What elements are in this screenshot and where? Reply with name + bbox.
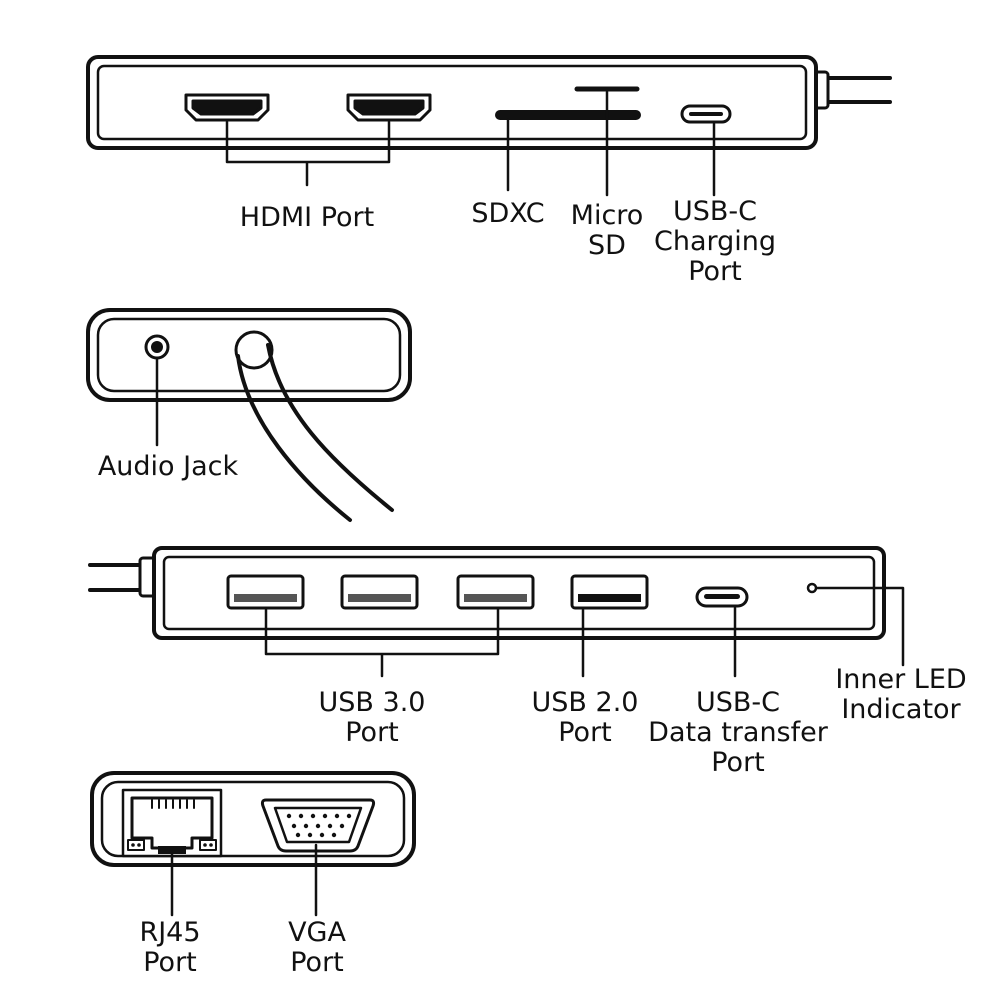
hdmi-port-1 bbox=[184, 93, 270, 122]
label-usb20-port: USB 2.0 Port bbox=[531, 687, 639, 748]
hub-top-side bbox=[86, 55, 892, 197]
led-indicator bbox=[806, 582, 818, 594]
led-leader bbox=[815, 586, 905, 667]
label-rj45-port: RJ45 Port bbox=[139, 917, 201, 978]
usb30-leader bbox=[264, 608, 500, 678]
vga-port bbox=[260, 798, 376, 853]
label-micro-sd: Micro SD bbox=[570, 200, 644, 261]
hub-top-cable bbox=[824, 76, 892, 104]
label-sdxc: SDXC bbox=[471, 198, 545, 229]
label-usbc-data-port: USB-C Data transfer Port bbox=[648, 687, 828, 778]
hub-top-body bbox=[86, 55, 818, 150]
label-usb30-port: USB 3.0 Port bbox=[318, 687, 426, 748]
hub-back-side bbox=[90, 771, 416, 917]
label-led-indicator: Inner LED Indicator bbox=[835, 664, 967, 725]
hub-front-face bbox=[162, 555, 876, 631]
hub-end-side bbox=[86, 308, 412, 522]
hdmi-port-2 bbox=[346, 93, 432, 122]
cable-grommet bbox=[234, 330, 274, 370]
usb30-port-2 bbox=[340, 574, 419, 610]
label-hdmi-port: HDMI Port bbox=[239, 202, 375, 233]
hub-top-face bbox=[96, 64, 808, 141]
rj45-port bbox=[121, 788, 223, 858]
hdmi-leader bbox=[225, 120, 391, 187]
label-usbc-charging-port: USB-C Charging Port bbox=[653, 196, 777, 287]
usb30-port-1 bbox=[226, 574, 305, 610]
label-audio-jack: Audio Jack bbox=[97, 451, 239, 482]
hub-end-cable bbox=[236, 343, 394, 522]
usb20-port bbox=[570, 574, 649, 610]
label-vga-port: VGA Port bbox=[288, 917, 346, 978]
usb30-port-3 bbox=[456, 574, 535, 610]
hub-front-side bbox=[88, 546, 905, 678]
hub-end-face bbox=[96, 317, 402, 393]
hub-back-face bbox=[100, 780, 406, 858]
